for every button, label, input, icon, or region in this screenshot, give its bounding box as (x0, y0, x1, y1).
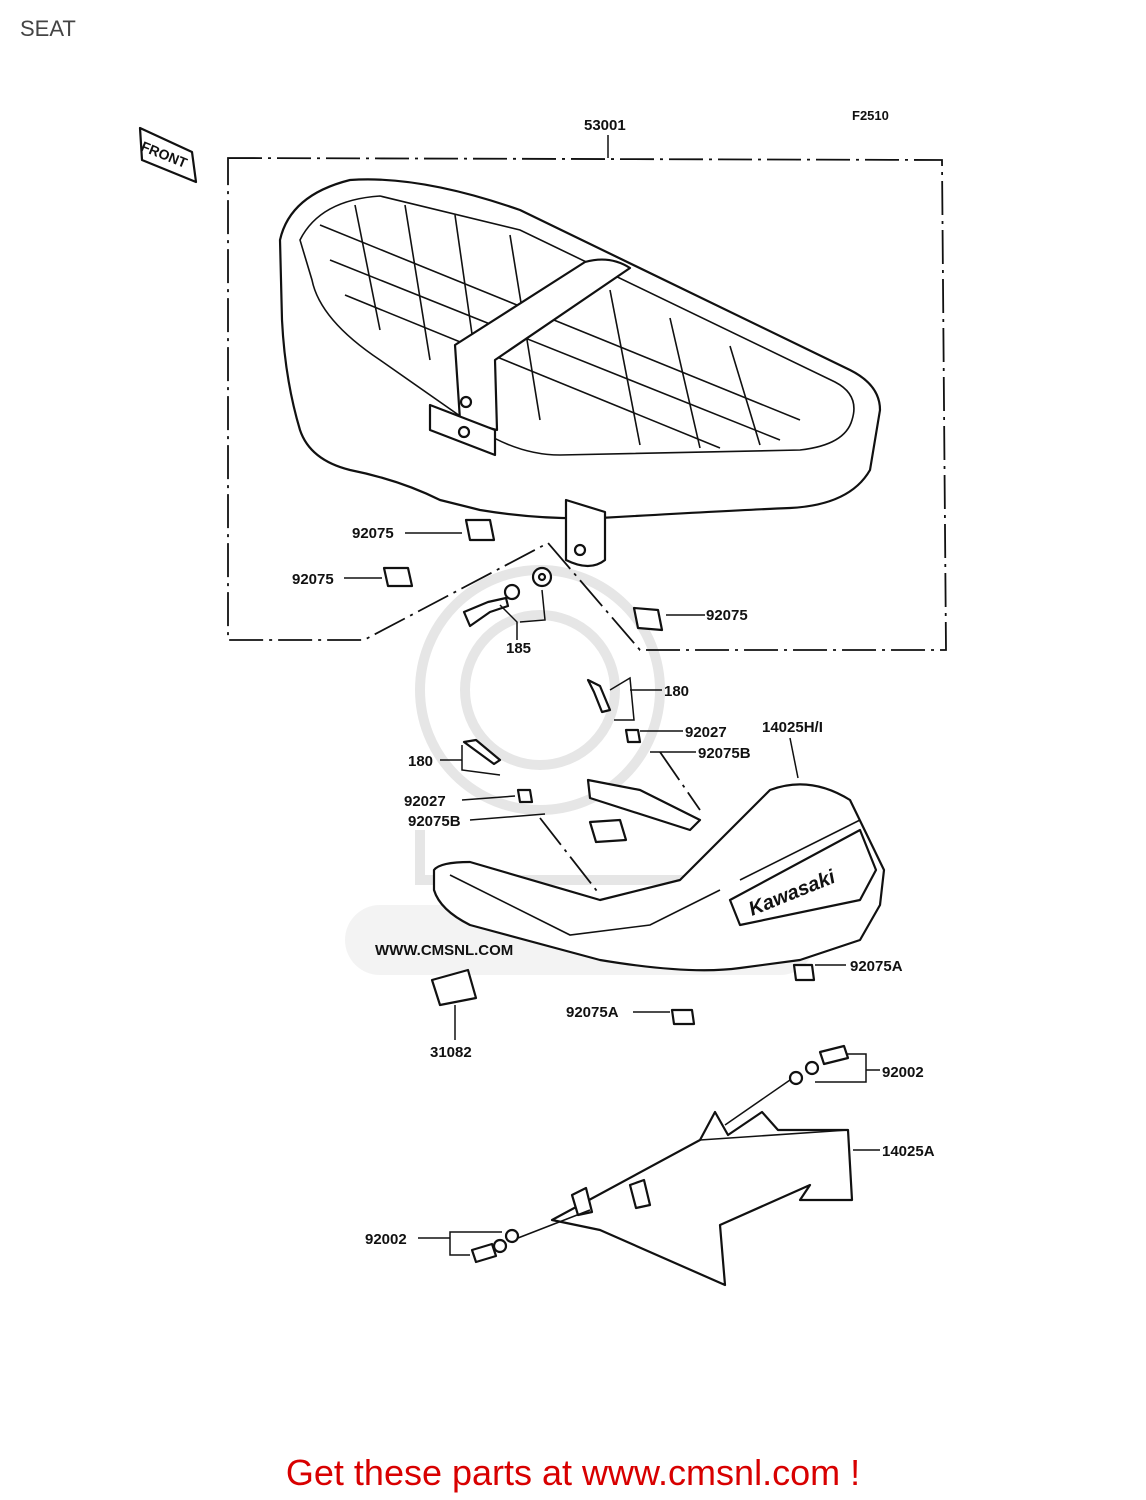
callout-92027-a: 92027 (685, 724, 727, 741)
callout-185: 185 (506, 640, 531, 657)
front-arrow: FRONT (139, 126, 198, 184)
callout-92075A-a: 92075A (850, 958, 903, 975)
callout-92075B-b: 92075B (408, 813, 461, 830)
callout-92075-b: 92075 (292, 571, 334, 588)
leaders (344, 532, 880, 1256)
tail-cover-14025HI: Kawasaki (432, 778, 886, 972)
assembly-boundary (227, 157, 947, 651)
carrier-14025A (550, 1110, 854, 1287)
callout-92075B-a: 92075B (698, 745, 751, 762)
callout-92075-c: 92075 (706, 607, 748, 624)
diagram-code: F2510 (852, 108, 889, 123)
seat-53001 (278, 178, 882, 568)
callout-14025HI: 14025H/I (762, 719, 823, 736)
callout-53001: 53001 (584, 117, 626, 134)
callout-180-b: 180 (408, 753, 433, 770)
callout-92027-b: 92027 (404, 793, 446, 810)
callouts: 53001 92075 92075 92075 185 180 92027 14… (292, 117, 935, 1248)
callout-92075A-b: 92075A (566, 1004, 619, 1021)
callout-92002-a: 92002 (882, 1064, 924, 1081)
page-title: SEAT (20, 16, 76, 41)
callout-180-a: 180 (664, 683, 689, 700)
callout-92075-a: 92075 (352, 525, 394, 542)
hardware (382, 518, 850, 1264)
callout-14025A: 14025A (882, 1143, 935, 1160)
footer-link[interactable]: Get these parts at www.cmsnl.com ! (285, 1452, 861, 1493)
callout-31082: 31082 (430, 1044, 472, 1061)
watermark-text: WWW.CMSNL.COM (375, 942, 513, 959)
callout-92002-b: 92002 (365, 1231, 407, 1248)
